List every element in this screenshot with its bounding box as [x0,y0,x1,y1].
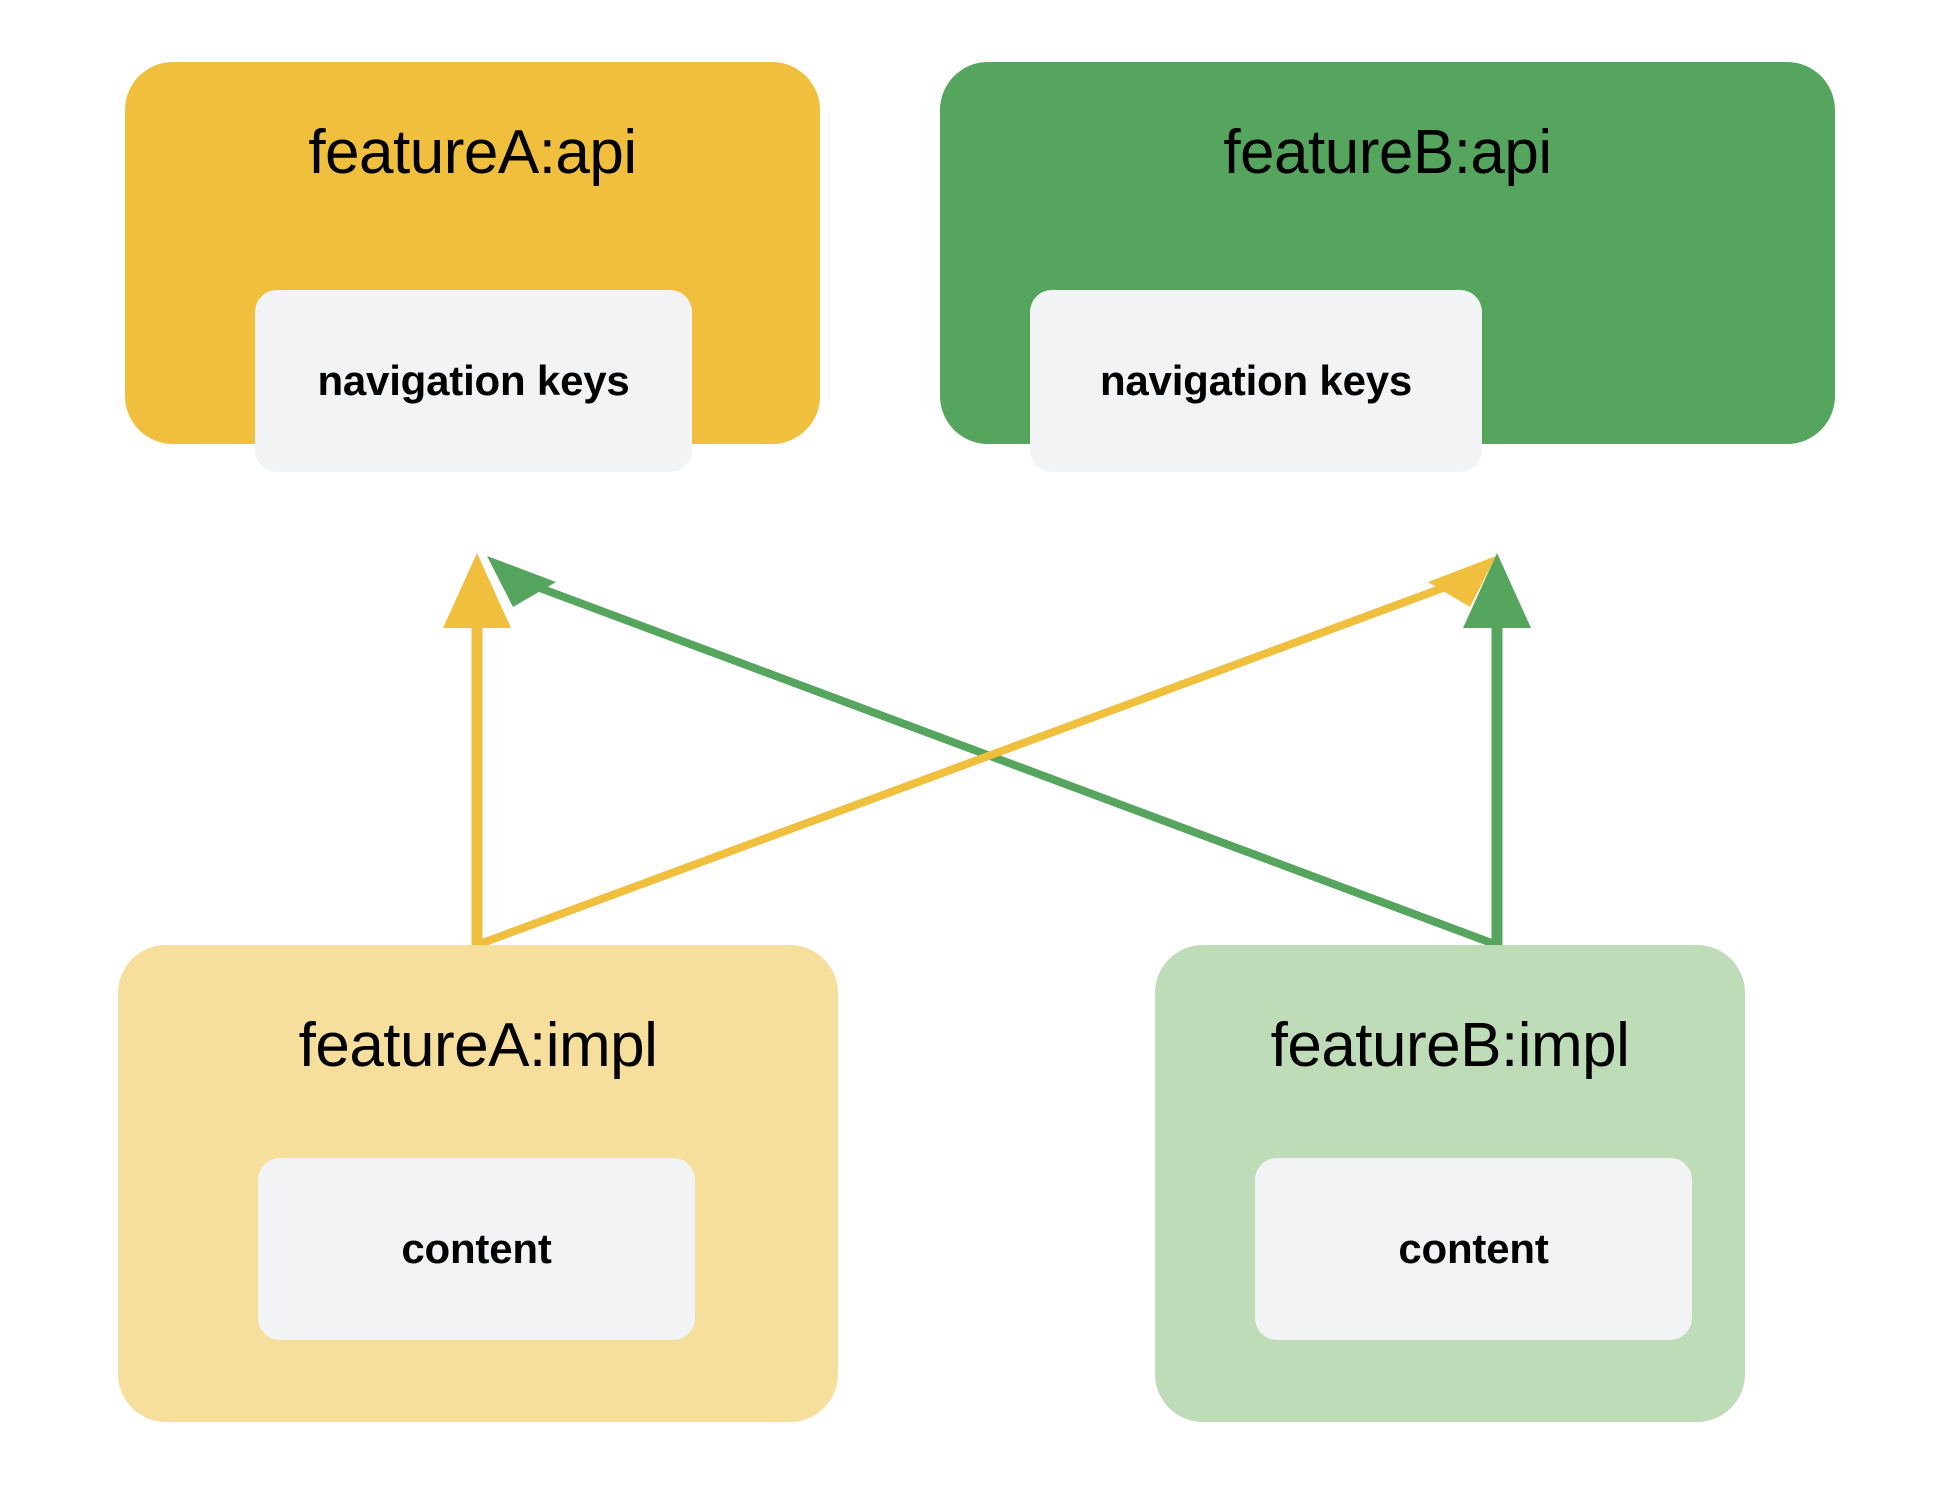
inner-card-label-featureA-api: navigation keys [317,357,630,404]
module-title-featureA-impl: featureA:impl [298,1011,658,1080]
module-featureB-api[interactable]: featureB:api navigation keys [940,62,1835,472]
edge-b-impl-to-a-api [487,556,1499,949]
edge-b-impl-to-b-api [1463,553,1531,945]
inner-card-featureB-api[interactable]: navigation keys [1030,290,1482,472]
edge-a-impl-to-b-api [475,556,1496,949]
inner-card-label-featureB-impl: content [1398,1225,1549,1272]
inner-card-featureA-impl[interactable]: content [258,1158,695,1340]
module-title-featureB-impl: featureB:impl [1270,1011,1630,1080]
module-title-featureA-api: featureA:api [308,118,637,187]
module-title-featureB-api: featureB:api [1223,118,1552,187]
inner-card-label-featureA-impl: content [401,1225,552,1272]
module-featureB-impl[interactable]: featureB:impl content [1155,945,1745,1422]
module-featureA-impl[interactable]: featureA:impl content [118,945,838,1422]
inner-card-featureA-api[interactable]: navigation keys [255,290,692,472]
inner-card-label-featureB-api: navigation keys [1099,357,1413,404]
inner-card-featureB-impl[interactable]: content [1255,1158,1692,1340]
edge-a-impl-to-a-api [443,553,511,945]
module-featureA-api[interactable]: featureA:api navigation keys [125,62,820,472]
